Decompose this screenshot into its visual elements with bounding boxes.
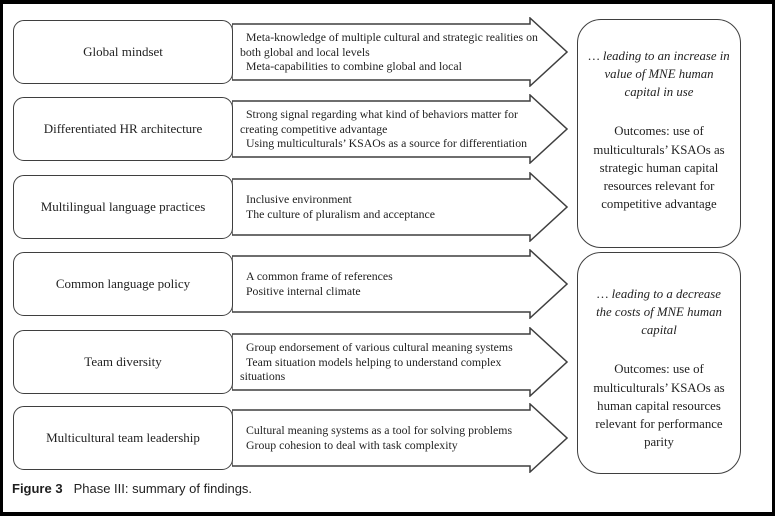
- block-arrow-icon: [232, 94, 568, 164]
- antecedent-label: Multicultural team leadership: [46, 430, 200, 446]
- outcome-body: Outcomes: use of multiculturals’ KSAOs a…: [593, 124, 725, 212]
- caption-text: Phase III: summary of findings.: [73, 481, 253, 496]
- outcome-box-value-increase: … leading to an increase in value of MNE…: [577, 19, 741, 248]
- block-arrow-icon: [232, 172, 568, 242]
- diagram-row: Common language policy A common frame of…: [13, 252, 569, 316]
- diagram-row: Differentiated HR architecture Strong si…: [13, 97, 569, 161]
- block-arrow-icon: [232, 17, 568, 87]
- arrow-item: Meta-capabilities to combine global and …: [246, 59, 462, 74]
- arrow-item: Inclusive environment: [246, 192, 352, 207]
- diagram-row: Multicultural team leadership Cultural m…: [13, 406, 569, 470]
- antecedent-box: Common language policy: [13, 252, 233, 316]
- phase3-summary-diagram: Multicultural team leadership Cultural m…: [3, 4, 772, 512]
- arrow-item: Cultural meaning systems as a tool for s…: [246, 423, 513, 438]
- outcome-body: Outcomes: use of multiculturals’ KSAOs a…: [593, 362, 725, 450]
- diagram-row: Global mindset Meta-knowledge of multipl…: [13, 20, 569, 84]
- diagram-row: Multilingual language practices Inclusiv…: [13, 175, 569, 239]
- outcome-box-cost-decrease: … leading to a decrease the costs of MNE…: [577, 252, 741, 474]
- arrow-item: Using multiculturals’ KSAOs as a source …: [246, 136, 527, 151]
- antecedent-label: Common language policy: [55, 276, 191, 292]
- outcome-lead: … leading to an increase in value of MNE…: [588, 49, 730, 100]
- arrow-item: Strong signal regarding what kind of beh…: [240, 106, 518, 136]
- antecedent-label: Differentiated HR architecture: [43, 121, 203, 137]
- antecedent-box: Multilingual language practices: [13, 175, 233, 239]
- arrow-text: Group endorsement of various cultural me…: [240, 327, 540, 397]
- arrow-item: Positive internal climate: [246, 284, 361, 298]
- diagram-row: Team diversity Group endorsement of vari…: [13, 330, 569, 394]
- arrow-item: Team situation models helping to underst…: [240, 354, 502, 384]
- block-arrow-icon: [232, 327, 568, 397]
- antecedent-box: Team diversity: [13, 330, 233, 394]
- arrow-item: A common frame of references: [246, 269, 393, 284]
- caption-label: Figure 3: [12, 481, 63, 496]
- block-arrow-icon: [232, 249, 568, 319]
- antecedent-label: Team diversity: [84, 354, 162, 370]
- arrow-item: Meta-knowledge of multiple cultural and …: [240, 29, 538, 59]
- figure-caption: Figure 3 Phase III: summary of findings.: [12, 481, 612, 496]
- antecedent-box: Differentiated HR architecture: [13, 97, 233, 161]
- antecedent-label: Global mindset: [83, 44, 163, 60]
- arrow-item: Group cohesion to deal with task complex…: [246, 438, 458, 452]
- outcome-lead: … leading to a decrease the costs of MNE…: [596, 287, 722, 338]
- arrow-text: Meta-knowledge of multiple cultural and …: [240, 17, 540, 87]
- antecedent-box: Multicultural team leadership: [13, 406, 233, 470]
- arrow-item: The culture of pluralism and acceptance: [246, 207, 435, 221]
- arrow-item: Group endorsement of various cultural me…: [246, 339, 513, 354]
- block-arrow-icon: [232, 403, 568, 473]
- antecedent-box: Global mindset: [13, 20, 233, 84]
- antecedent-label: Multilingual language practices: [40, 199, 206, 215]
- arrow-text: Strong signal regarding what kind of beh…: [240, 94, 540, 164]
- arrow-text: Cultural meaning systems as a tool for s…: [240, 403, 540, 473]
